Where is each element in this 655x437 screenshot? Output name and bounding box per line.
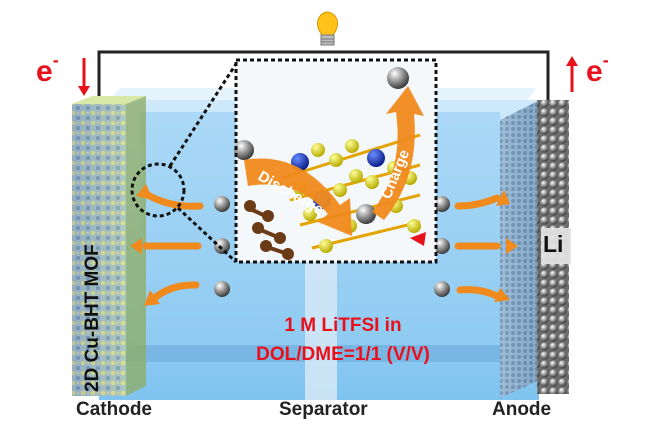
electron-arrow-up [566, 56, 578, 92]
cathode-label: Cathode [76, 399, 152, 420]
mechanism-inset: Discharge Charge [234, 58, 438, 264]
electron-label-right: e- [586, 50, 609, 88]
separator [305, 250, 337, 400]
ion-arrowheads [130, 184, 518, 306]
cathode-electrode [72, 96, 146, 396]
electrolyte-line-1: 1 M LiTFSI in [284, 315, 402, 336]
charge-arrow [372, 86, 424, 220]
electron-label-left: e- [36, 50, 59, 88]
lightbulb-icon [316, 11, 339, 36]
discharge-arrow [244, 158, 352, 236]
electron-arrow-down [78, 58, 90, 96]
zoom-indicator [130, 63, 238, 264]
external-circuit [97, 11, 550, 112]
anode-electrode [500, 100, 571, 398]
lithium-ions [214, 196, 450, 297]
anode-material-label: Li [543, 231, 564, 257]
li-label-box [541, 228, 571, 264]
separator-label: Separator [279, 399, 368, 420]
electrolyte-line-2: DOL/DME=1/1 (V/V) [256, 344, 430, 365]
anode-label: Anode [492, 399, 552, 420]
cathode-material-label: 2D Cu-BHT MOF [82, 244, 103, 392]
